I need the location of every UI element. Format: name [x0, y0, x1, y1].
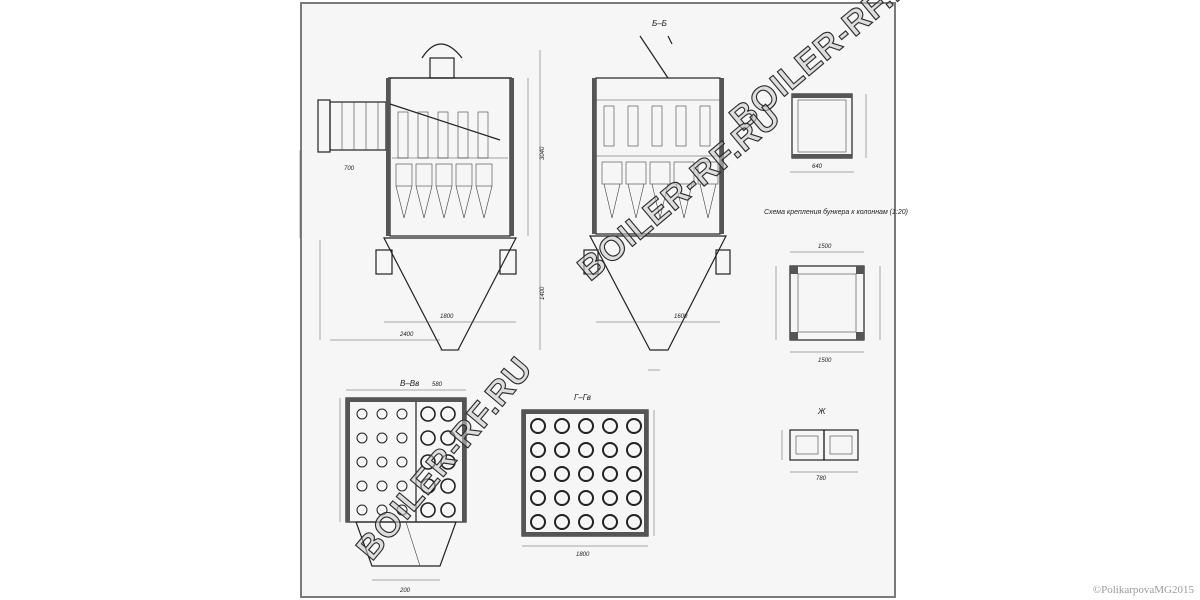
filter-cell: [626, 466, 642, 482]
dim-label: 640: [812, 164, 823, 170]
dim-label: 3040: [540, 146, 546, 160]
dim-label: 1500: [818, 358, 832, 364]
filter-cell: [376, 408, 388, 420]
dim-label: 1500: [818, 244, 832, 250]
note-text: Схема крепления бункера к колоннам (1:20…: [764, 208, 908, 216]
filter-cell: [420, 406, 436, 422]
filter-cell: [530, 490, 546, 506]
filter-cell: [396, 480, 408, 492]
watermark-text: BOILER-RF.RU: [349, 350, 540, 567]
filter-cell: [420, 430, 436, 446]
filter-cell: [420, 502, 436, 518]
filter-cell: [530, 418, 546, 434]
filter-cell: [602, 442, 618, 458]
filter-cell: [554, 442, 570, 458]
filter-cell: [440, 478, 456, 494]
filter-cell: [554, 466, 570, 482]
filter-cell: [396, 504, 408, 516]
filter-cell: [578, 442, 594, 458]
section-gg-view: [521, 409, 655, 547]
filter-cell: [396, 456, 408, 468]
drawing-sheet: [300, 2, 896, 598]
dim-label: 580: [432, 382, 443, 388]
filter-cell: [356, 480, 368, 492]
filter-cell: [578, 466, 594, 482]
bracket-detail: [790, 93, 867, 173]
filter-cell: [530, 466, 546, 482]
filter-cell: [554, 418, 570, 434]
section-bb-view: [583, 35, 731, 371]
filter-cell: [626, 490, 642, 506]
filter-cell: [356, 504, 368, 516]
filter-cell: [396, 408, 408, 420]
watermark-text: BOILER-RF.RU: [571, 97, 788, 288]
dim-label: 1800: [440, 314, 454, 320]
filter-cell: [356, 408, 368, 420]
filter-cell: [626, 418, 642, 434]
filter-cell: [440, 406, 456, 422]
copyright-text: ©PolikarpovaMG2015: [1092, 584, 1194, 596]
detail-zh-title: Ж: [817, 407, 826, 416]
detail-zh-view: [781, 429, 859, 473]
dim-label: 200: [399, 588, 411, 594]
dim-label: 700: [344, 166, 355, 172]
filter-cell: [602, 418, 618, 434]
filter-cell: [376, 504, 388, 516]
filter-cell: [602, 514, 618, 530]
filter-cell: [554, 514, 570, 530]
filter-cell: [440, 454, 456, 470]
filter-cell: [440, 430, 456, 446]
filter-cell: [626, 514, 642, 530]
filter-cell: [578, 418, 594, 434]
filter-cell: [356, 432, 368, 444]
filter-cells-gg: [530, 418, 642, 530]
filter-cell: [602, 490, 618, 506]
filter-cell: [376, 456, 388, 468]
filter-cell: [530, 442, 546, 458]
filter-cell: [626, 442, 642, 458]
filter-cell: [602, 466, 618, 482]
column-frame-view: [775, 251, 881, 353]
dim-label: 1800: [576, 552, 590, 558]
filter-cells-vv: [356, 406, 456, 518]
dim-label: 2400: [399, 332, 414, 338]
section-vv-title: В–Вв: [400, 379, 419, 388]
filter-cell: [356, 456, 368, 468]
section-gg-title: Г–Гв: [574, 393, 591, 402]
dim-label: 1400: [540, 286, 546, 300]
filter-cell: [420, 478, 436, 494]
filter-cell: [554, 490, 570, 506]
filter-cell: [578, 490, 594, 506]
dim-label: 780: [816, 476, 827, 482]
filter-cell: [530, 514, 546, 530]
section-vv-view: [339, 389, 467, 581]
filter-cell: [396, 432, 408, 444]
filter-cell: [440, 502, 456, 518]
filter-cell: [376, 432, 388, 444]
filter-cell: [420, 454, 436, 470]
section-bb-title: Б–Б: [652, 19, 667, 28]
filter-cell: [578, 514, 594, 530]
elevation-view: [299, 43, 541, 351]
filter-cell: [376, 480, 388, 492]
dim-label: 1600: [674, 314, 688, 320]
